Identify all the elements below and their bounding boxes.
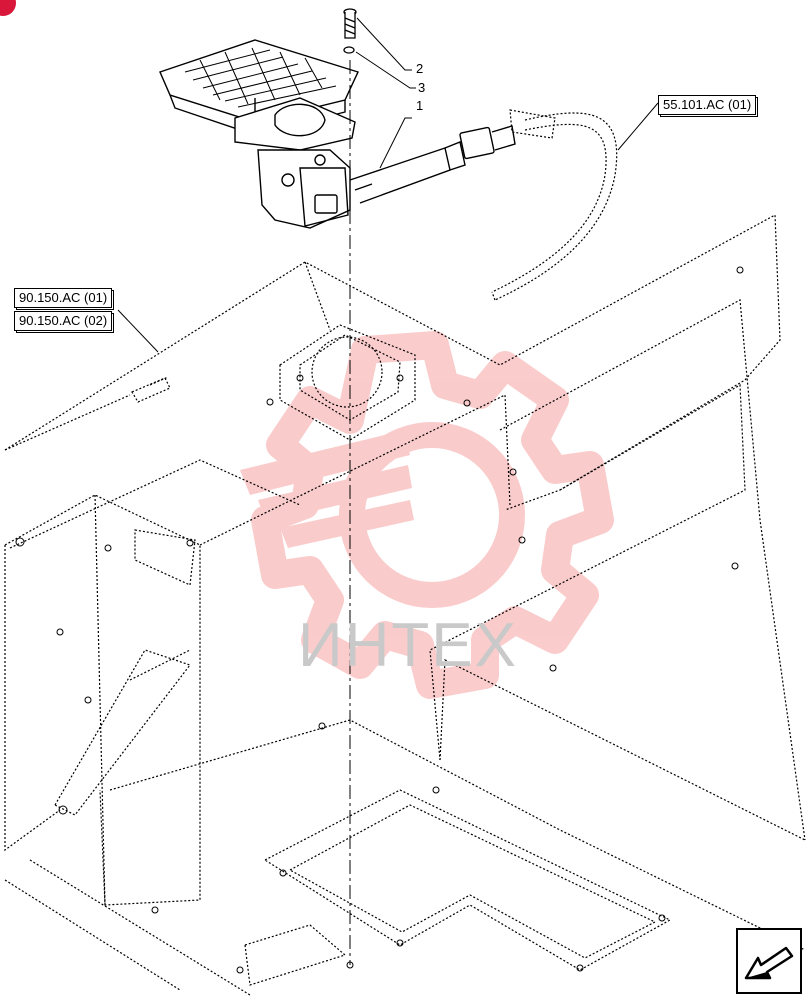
watermark-gear-logo (240, 331, 614, 699)
bolt-and-washer (343, 8, 357, 54)
brand-badge-icon (0, 0, 16, 16)
leader-lines (117, 17, 659, 353)
callout-bolt: 2 (416, 61, 424, 76)
reference-55-101-ac-01[interactable]: 55.101.AC (01) (658, 95, 757, 115)
accelerator-pedal-assembly (159, 39, 516, 229)
cab-structure (4, 214, 806, 996)
watermark-text: ИНТЕХ (298, 611, 518, 680)
reference-90-150-ac-02[interactable]: 90.150.AC (02) (14, 311, 113, 331)
cable-harness (491, 109, 618, 301)
reference-90-150-ac-01[interactable]: 90.150.AC (01) (14, 288, 113, 308)
fastener-holes (15, 266, 744, 974)
callout-pedal-assembly: 1 (416, 98, 424, 113)
next-page-arrow-icon[interactable] (736, 928, 802, 994)
callout-washer: 3 (418, 80, 426, 95)
